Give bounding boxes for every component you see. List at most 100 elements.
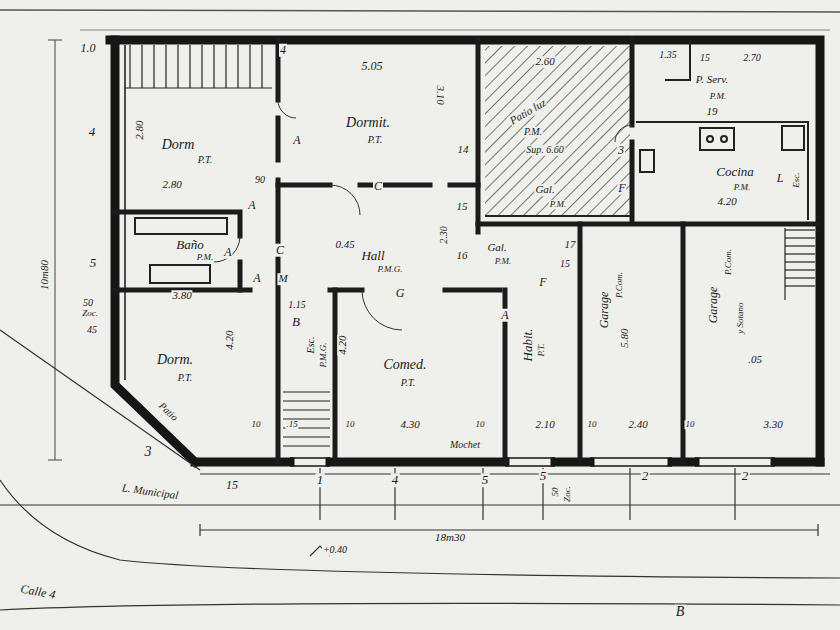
plan-label: A (247, 199, 256, 212)
plan-label: L. Municipal (120, 482, 180, 502)
plan-label: 1.15 (287, 300, 307, 311)
plan-label: Gal. (486, 242, 507, 254)
plan-label: 2 (641, 469, 650, 483)
plan-label: A (223, 246, 232, 259)
plan-label: 14 (457, 144, 470, 156)
plan-label: 0.45 (334, 239, 355, 251)
plan-label: P.M. (709, 92, 727, 101)
plan-label: 90 (254, 175, 266, 186)
plan-label: B (675, 605, 686, 620)
plan-label: 2.80 (161, 179, 182, 191)
plan-label: P.T. (177, 373, 194, 384)
plan-label: P.Com. (615, 271, 624, 299)
plan-label: 1.0 (80, 42, 97, 55)
plan-label: P.M. (523, 127, 543, 138)
plan-label: 5 (539, 469, 548, 483)
plan-label: Garage (707, 286, 720, 325)
plan-label: 2.60 (534, 56, 555, 68)
plan-label: Mochet (449, 440, 481, 451)
plan-label: 50 (82, 298, 94, 309)
plan-label: F (538, 276, 547, 289)
plan-label: P.T. (367, 135, 384, 146)
plan-label: 3.80 (171, 290, 192, 302)
plan-label: 2.40 (627, 419, 648, 431)
plan-label: 5 (481, 473, 490, 487)
plan-label: 15 (225, 479, 239, 492)
plan-label: 1.35 (658, 50, 678, 61)
plan-label: F (617, 182, 626, 195)
plan-label: C (275, 244, 285, 257)
plan-label: P.M.G. (376, 265, 403, 274)
plan-label: 15 (559, 259, 571, 270)
plan-label: 10 (345, 420, 356, 429)
plan-label: P.M.G. (319, 341, 328, 368)
plan-label: 4.20 (224, 329, 236, 350)
plan-label: 10m80 (39, 259, 51, 291)
plan-label: Esc. (792, 171, 801, 188)
plan-label: P.M. (494, 257, 512, 266)
plan-label: 10 (251, 420, 262, 429)
plan-label: P.Com. (724, 248, 733, 276)
plan-label: +0.40 (322, 545, 348, 556)
plan-label: 4.30 (399, 419, 420, 431)
plan-label: 3.10 (434, 84, 446, 105)
plan-label: 2.10 (534, 419, 555, 431)
plan-label: Garage (598, 291, 611, 330)
plan-label: Baño (175, 238, 204, 252)
plan-label: 5.05 (361, 60, 384, 73)
plan-label: A (252, 272, 261, 285)
plan-label: Habit. (521, 328, 535, 363)
plan-label: P.T. (537, 342, 546, 357)
plan-label: B (291, 315, 301, 329)
plan-label: Patio (156, 400, 180, 424)
plan-label: Hall (360, 249, 385, 263)
plan-label: 15 (699, 53, 711, 64)
plan-label: Dormit. (345, 116, 391, 131)
plan-label: L (776, 172, 785, 185)
plan-label: 10 (685, 420, 696, 429)
plan-label: 16 (456, 250, 469, 262)
plan-label: 4.20 (716, 196, 737, 208)
plan-label: 17 (564, 239, 577, 251)
plan-label: 5 (89, 256, 98, 270)
plan-label: M (277, 273, 288, 285)
plan-label: 2.80 (134, 119, 146, 140)
plan-label: 10 (587, 420, 598, 429)
plan-label: P.M. (733, 183, 751, 192)
plan-label: 4 (88, 125, 97, 139)
plan-label: A (292, 134, 301, 147)
plan-label: 3.30 (762, 419, 783, 431)
plan-label: .15 (285, 420, 298, 429)
plan-label: 50 (551, 487, 560, 498)
plan-label: Zoc. (563, 485, 572, 503)
plan-label: Cocina (715, 165, 755, 179)
plan-label: Comed. (382, 358, 427, 373)
plan-label: 2 (741, 469, 750, 483)
plan-label: 4.20 (337, 334, 349, 355)
plan-label: 10 (475, 420, 486, 429)
plan-label: 3 (617, 144, 625, 157)
plan-label: Dorm. (156, 353, 194, 368)
plan-label: P.M. (549, 200, 567, 209)
plan-label: P.M. (196, 253, 214, 262)
plan-label: A (500, 309, 509, 322)
plan-label: 19 (706, 106, 719, 118)
plan-label: G (395, 287, 406, 300)
plan-label: 2.30 (439, 225, 450, 245)
plan-label: Calle 4 (19, 583, 58, 602)
plan-label: 3 (144, 445, 153, 460)
plan-label: 4 (279, 44, 287, 57)
plan-label: 18m30 (434, 532, 466, 544)
plan-label: 1 (316, 473, 325, 487)
plan-label: 2.70 (742, 53, 762, 64)
plan-label: Dorm (161, 138, 196, 153)
plan-label: Sup. 6.60 (525, 145, 565, 156)
plan-label: Esc. (306, 336, 317, 355)
plan-label: Gal. (534, 184, 555, 196)
plan-label: y Sotano (736, 301, 745, 334)
plan-label: 15 (456, 201, 469, 213)
plan-label: .05 (747, 354, 763, 366)
plan-label: 4 (391, 473, 400, 487)
plan-label: 45 (86, 325, 98, 336)
plan-label: P.T. (197, 155, 214, 166)
